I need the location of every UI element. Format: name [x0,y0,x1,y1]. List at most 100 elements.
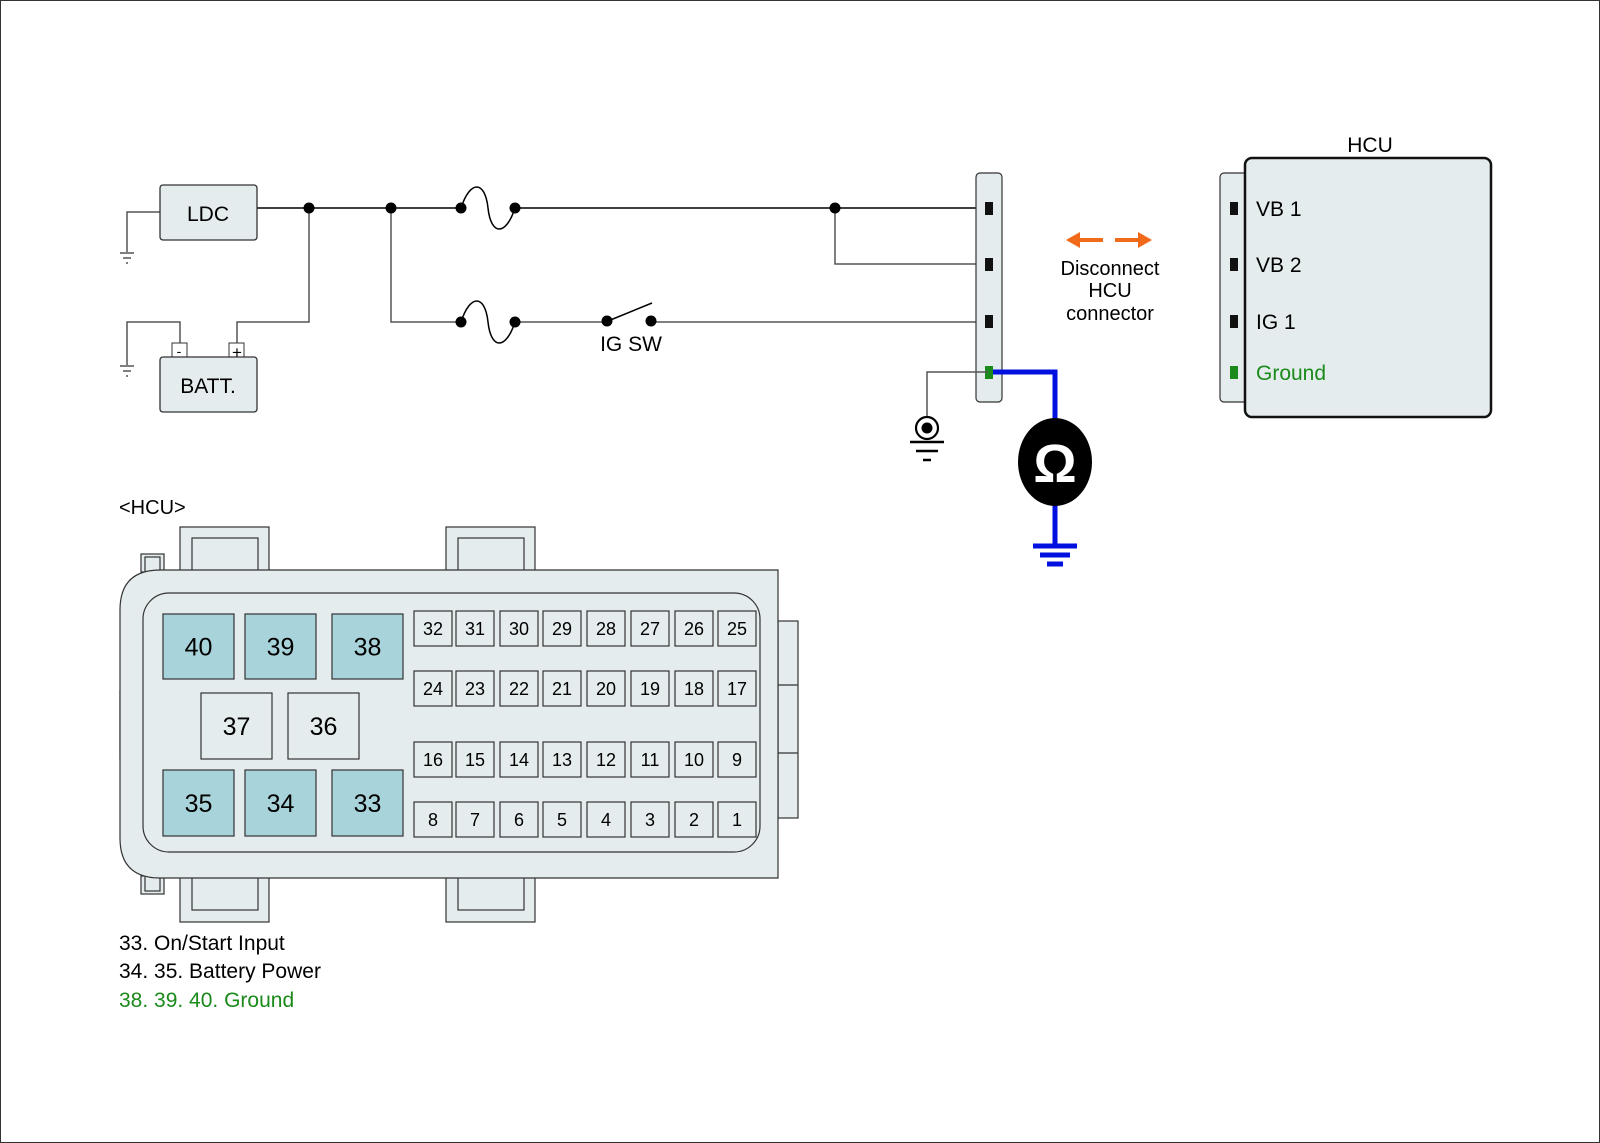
pin-number: 6 [514,810,524,830]
pin-number: 27 [640,619,660,639]
pin-14: 14 [499,741,539,778]
pin-number: 17 [727,679,747,699]
pin-number: 12 [596,750,616,770]
pin-6: 6 [499,801,539,838]
ldc-label: LDC [187,203,229,226]
pin-31: 31 [455,610,495,647]
pin-5: 5 [542,801,582,838]
hcu-pin-ground: Ground [1256,362,1326,385]
pin-4: 4 [586,801,626,838]
pin-number: 23 [465,679,485,699]
hcu-pin-vb2: VB 2 [1256,254,1302,277]
pin-number: 35 [185,790,213,818]
pin-number: 18 [684,679,704,699]
pin-23: 23 [455,670,495,707]
pin-16: 16 [413,741,453,778]
ldc-ground-icon [120,252,134,264]
pin-number: 39 [267,634,295,662]
pin-25: 25 [717,610,757,647]
ohmmeter-icon: Ω [1018,418,1092,506]
battery-minus-terminal: - [177,343,182,359]
pin-number: 19 [640,679,660,699]
pin-number: 2 [689,810,699,830]
pin-37: 37 [200,692,273,760]
connector-title: <HCU> [119,497,186,519]
ohmmeter-probe [993,369,1077,567]
legend-item-34-35: 34. 35. Battery Power [119,960,321,983]
pin-number: 25 [727,619,747,639]
pin-number: 10 [684,750,704,770]
disconnect-note-line1: Disconnect [1061,258,1160,280]
pin-26: 26 [674,610,714,647]
pin-39: 39 [244,613,317,680]
pin-number: 1 [732,810,742,830]
pin-number: 7 [470,810,480,830]
pin-number: 22 [509,679,529,699]
pin-number: 29 [552,619,572,639]
pin-number: 24 [423,679,443,699]
pin-number: 34 [267,790,295,818]
pin-8: 8 [413,801,453,838]
body-ground-icon [910,371,988,462]
pin-3: 3 [630,801,670,838]
legend-item-ground: 38. 39. 40. Ground [119,989,294,1012]
pin-2: 2 [674,801,714,838]
pin-1: 1 [717,801,757,838]
hcu-pin-vb1: VB 1 [1256,198,1302,221]
pin-28: 28 [586,610,626,647]
pin-24: 24 [413,670,453,707]
pin-32: 32 [413,610,453,647]
pin-number: 28 [596,619,616,639]
disconnect-note-line3: connector [1066,303,1154,325]
pin-15: 15 [455,741,495,778]
ohm-symbol: Ω [1033,434,1076,494]
pin-number: 9 [732,750,742,770]
pin-27: 27 [630,610,670,647]
battery-plus-terminal: + [232,343,242,362]
pin-number: 16 [423,750,443,770]
pin-number: 40 [185,634,213,662]
hcu-module: HCU VB 1 VB 2 IG 1 Ground [1219,134,1493,419]
pin-18: 18 [674,670,714,707]
pin-35: 35 [162,769,235,837]
pin-number: 30 [509,619,529,639]
pin-30: 30 [499,610,539,647]
pin-40: 40 [162,613,235,680]
ldc-module: LDC [159,184,258,241]
pin-38: 38 [331,613,404,680]
disconnect-arrows-icon [1066,232,1152,248]
pin-number: 21 [552,679,572,699]
pin-17: 17 [717,670,757,707]
ig-switch-label: IG SW [600,333,662,356]
pin-number: 26 [684,619,704,639]
battery-label: BATT. [180,375,236,398]
pin-number: 13 [552,750,572,770]
battery-ground-icon [120,365,134,377]
pin-number: 37 [223,713,251,741]
pin-12: 12 [586,741,626,778]
pin-22: 22 [499,670,539,707]
power-circuit [120,186,988,377]
pin-33: 33 [331,769,404,837]
pin-number: 31 [465,619,485,639]
pin-7: 7 [455,801,495,838]
pin-number: 33 [354,790,382,818]
pin-34: 34 [244,769,317,837]
pin-29: 29 [542,610,582,647]
hcu-title: HCU [1347,134,1393,157]
battery: - + BATT. [159,342,258,413]
pin-number: 3 [645,810,655,830]
pin-number: 32 [423,619,443,639]
pin-number: 20 [596,679,616,699]
pin-19: 19 [630,670,670,707]
pin-11: 11 [630,741,670,778]
pin-20: 20 [586,670,626,707]
pin-number: 14 [509,750,529,770]
pin-9: 9 [717,741,757,778]
fuse-2-icon [460,300,516,344]
harness-connector [975,172,1003,403]
pin-number: 38 [354,634,382,662]
pin-number: 5 [557,810,567,830]
